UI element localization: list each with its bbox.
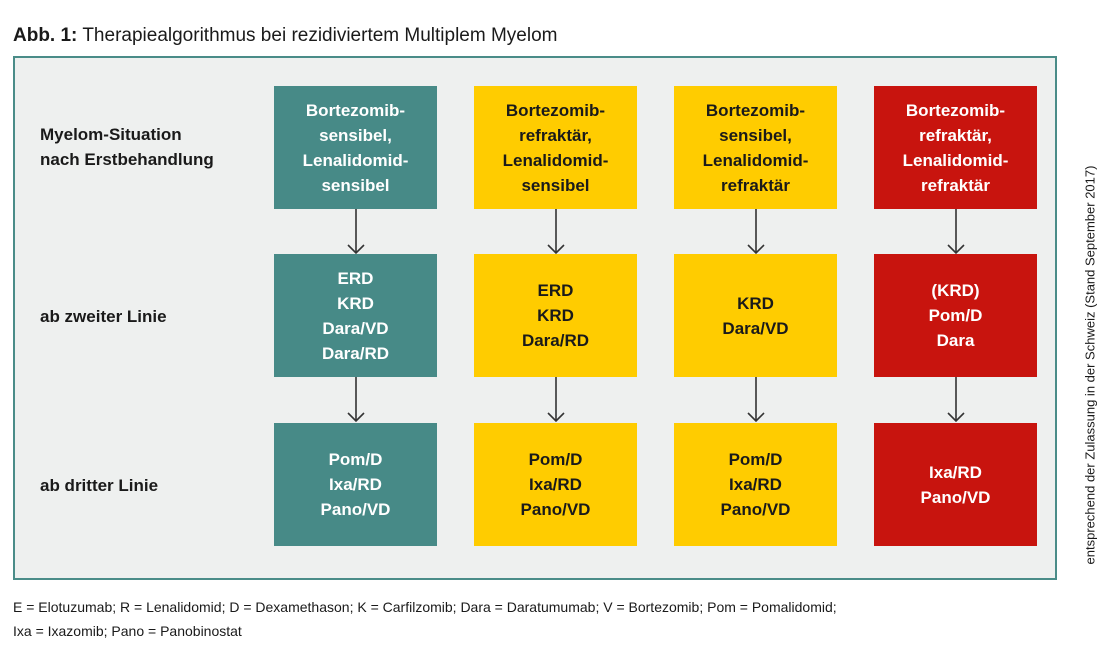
arrow-down-icon bbox=[747, 209, 765, 255]
arrow-down-icon bbox=[547, 377, 565, 423]
box-col4-situation: Bortezomib- refraktär, Lenalidomid- refr… bbox=[874, 86, 1037, 209]
box-col3-situation: Bortezomib- sensibel, Lenalidomid- refra… bbox=[674, 86, 837, 209]
box-col2-situation: Bortezomib- refraktär, Lenalidomid- sens… bbox=[474, 86, 637, 209]
box-col3-second-line: KRD Dara/VD bbox=[674, 254, 837, 377]
arrow-down-icon bbox=[347, 209, 365, 255]
arrow-down-icon bbox=[947, 377, 965, 423]
box-col1-second-line: ERD KRD Dara/VD Dara/RD bbox=[274, 254, 437, 377]
figure-title-text: Therapiealgorithmus bei rezidiviertem Mu… bbox=[77, 25, 558, 46]
row-label-situation: Myelom-Situation nach Erstbehandlung bbox=[40, 125, 214, 169]
box-col2-third-line: Pom/D Ixa/RD Pano/VD bbox=[474, 423, 637, 546]
abbreviation-legend: E = Elotuzumab; R = Lenalidomid; D = Dex… bbox=[13, 599, 837, 639]
figure-number: Abb. 1: bbox=[13, 25, 78, 46]
figure-title: Abb. 1: Therapiealgorithmus bei rezidivi… bbox=[13, 25, 558, 47]
arrow-down-icon bbox=[747, 377, 765, 423]
arrow-down-icon bbox=[547, 209, 565, 255]
box-col1-situation: Bortezomib- sensibel, Lenalidomid- sensi… bbox=[274, 86, 437, 209]
box-col3-third-line: Pom/D Ixa/RD Pano/VD bbox=[674, 423, 837, 546]
box-col4-second-line: (KRD) Pom/D Dara bbox=[874, 254, 1037, 377]
row-label-second-line: ab zweiter Linie bbox=[40, 307, 167, 326]
side-note: entsprechend der Zulassung in der Schwei… bbox=[1082, 165, 1098, 565]
arrow-down-icon bbox=[947, 209, 965, 255]
box-col2-second-line: ERD KRD Dara/RD bbox=[474, 254, 637, 377]
arrow-down-icon bbox=[347, 377, 365, 423]
row-label-third-line: ab dritter Linie bbox=[40, 476, 159, 495]
box-col1-third-line: Pom/D Ixa/RD Pano/VD bbox=[274, 423, 437, 546]
box-col4-third-line: Ixa/RD Pano/VD bbox=[874, 423, 1037, 546]
